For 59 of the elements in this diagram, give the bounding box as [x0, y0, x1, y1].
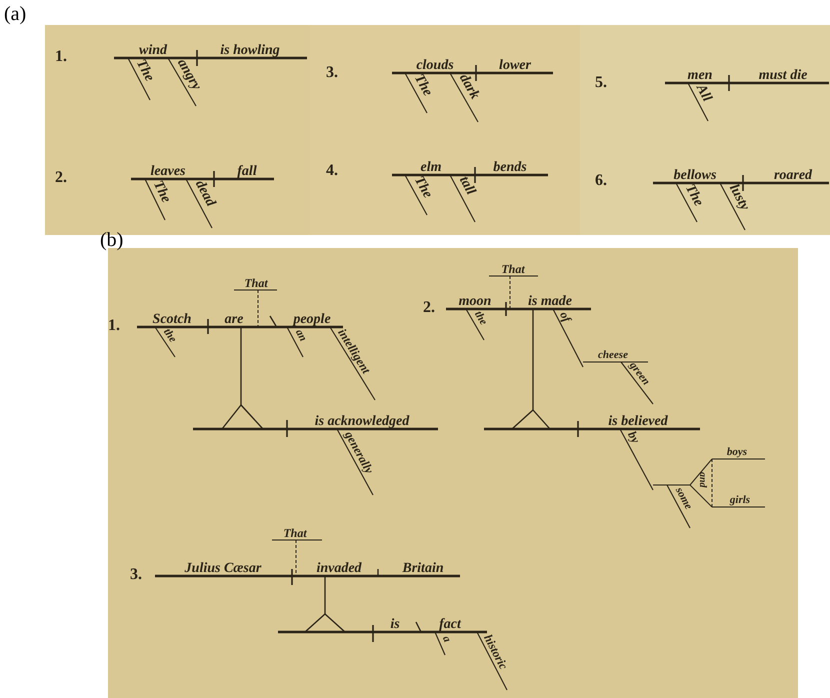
diagram-word: and: [697, 472, 707, 488]
diagram-word: Julius Cæsar: [184, 562, 262, 576]
diagram-word: the: [161, 326, 178, 344]
sentence-number: 4.: [326, 163, 338, 179]
diagram-word: clouds: [416, 58, 454, 73]
diagram-word: boys: [726, 446, 748, 458]
diagram-word: girls: [730, 494, 750, 506]
diagram-word: are: [224, 312, 244, 327]
diagram-word: lower: [499, 58, 531, 73]
diagram-word: Scotch: [152, 312, 192, 327]
sentence-number: 1.: [108, 318, 120, 334]
diagram-word: people: [293, 312, 331, 327]
diagram-word: The: [133, 58, 156, 84]
diagram-word: That: [244, 277, 268, 290]
diagram-word: is acknowledged: [314, 414, 410, 429]
diagram-word: That: [283, 527, 307, 540]
diagram-word: wind: [139, 44, 167, 58]
diagram-word: All: [693, 82, 714, 104]
diagram-word: cheese: [598, 350, 628, 361]
diagram-word: dark: [456, 72, 481, 102]
diagram-word: is made: [528, 294, 572, 309]
diagram-word: men: [688, 68, 712, 83]
diagram-word: the: [472, 309, 488, 328]
sentence-number: 3.: [130, 567, 142, 583]
diagram-word: lusty: [726, 182, 751, 214]
diagram-word: roared: [774, 168, 812, 183]
diagram-word: a: [440, 634, 452, 644]
diagram-word: is believed: [608, 414, 668, 429]
diagram-word: is howling: [220, 44, 280, 58]
diagram-word: bends: [493, 160, 527, 175]
sentence-number: 1.: [55, 49, 67, 65]
diagram-word: of: [558, 310, 574, 324]
diagram-word: must die: [758, 68, 808, 83]
diagram-word: leaves: [150, 164, 186, 179]
diagram-word: The: [150, 179, 173, 206]
panel-label: (b): [100, 230, 124, 250]
diagram-word: moon: [458, 294, 492, 309]
diagram-word: is: [390, 618, 400, 632]
panel-label: (a): [4, 4, 26, 24]
diagram-word: bellows: [674, 168, 716, 183]
diagram-word: The: [410, 72, 434, 99]
diagram-word: That: [501, 263, 525, 276]
diagram-word: by: [626, 429, 642, 446]
diagram-word: fall: [237, 164, 257, 179]
diagram-word: invaded: [316, 562, 362, 576]
diagram-word: tall: [456, 174, 477, 198]
diagram-word: fact: [439, 618, 461, 632]
diagram-word: some: [672, 486, 694, 512]
sentence-number: 6.: [595, 173, 607, 189]
diagram-word: an: [292, 328, 308, 344]
sentence-number: 5.: [595, 75, 607, 91]
diagram-word: The: [682, 182, 705, 209]
diagram-word: Britain: [402, 562, 444, 576]
sentence-number: 2.: [55, 170, 67, 186]
sentence-number: 3.: [326, 65, 338, 81]
diagram-word: dead: [192, 178, 217, 210]
sentence-number: 2.: [423, 300, 435, 316]
diagram-word: The: [410, 174, 434, 201]
diagram-word: elm: [420, 160, 442, 175]
